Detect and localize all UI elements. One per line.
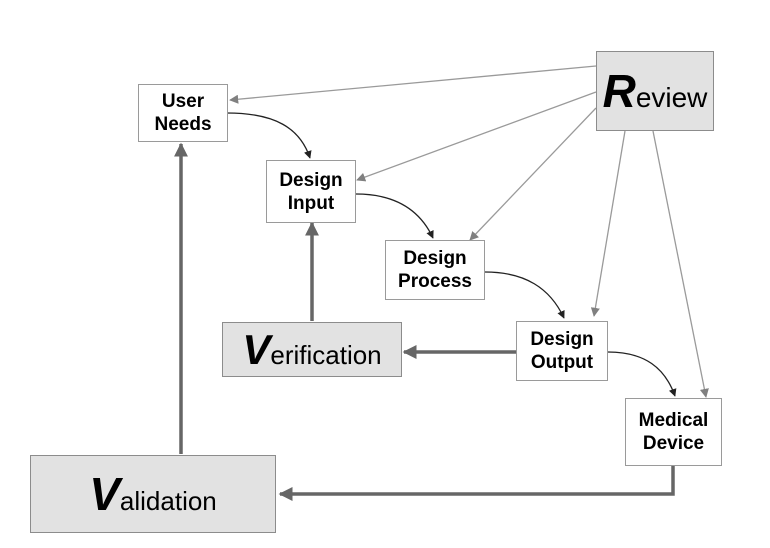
review-initial: R: [602, 65, 636, 117]
node-design-output: Design Output: [516, 321, 608, 381]
validation-rest: alidation: [119, 486, 217, 516]
arrow-device-to-validation: [278, 466, 675, 501]
verification-initial: V: [242, 325, 271, 373]
arrow-input-to-process: [355, 193, 434, 239]
verification-label: Verification: [242, 326, 381, 374]
review-rest: eview: [635, 82, 708, 113]
design-process-label: Design Process: [398, 248, 472, 292]
user-needs-label: User Needs: [154, 91, 212, 135]
validation-initial: V: [89, 468, 120, 520]
node-review: Review: [596, 51, 714, 131]
design-input-label: Design Input: [279, 169, 343, 214]
arrow-user-needs-to-input: [226, 112, 312, 159]
arrow-review-to-design-input: [356, 91, 597, 182]
design-output-label: Design Output: [530, 329, 594, 373]
arrow-review-to-design-process: [469, 107, 597, 241]
node-design-input: Design Input: [266, 160, 356, 223]
node-verification: Verification: [222, 322, 402, 377]
verification-rest: erification: [270, 339, 382, 370]
arrow-process-to-output: [484, 271, 565, 319]
node-user-needs: User Needs: [138, 84, 228, 142]
arrow-review-to-design-output: [590, 130, 626, 317]
validation-label: Validation: [89, 467, 217, 521]
node-validation: Validation: [30, 455, 276, 533]
arrow-review-to-user-needs: [229, 65, 597, 104]
review-label: Review: [603, 64, 708, 118]
node-medical-device: Medical Device: [625, 398, 722, 466]
medical-device-label: Medical Device: [638, 410, 709, 454]
arrow-review-to-medical-device: [652, 130, 709, 398]
arrow-output-to-device: [607, 351, 677, 397]
node-design-process: Design Process: [385, 240, 485, 300]
